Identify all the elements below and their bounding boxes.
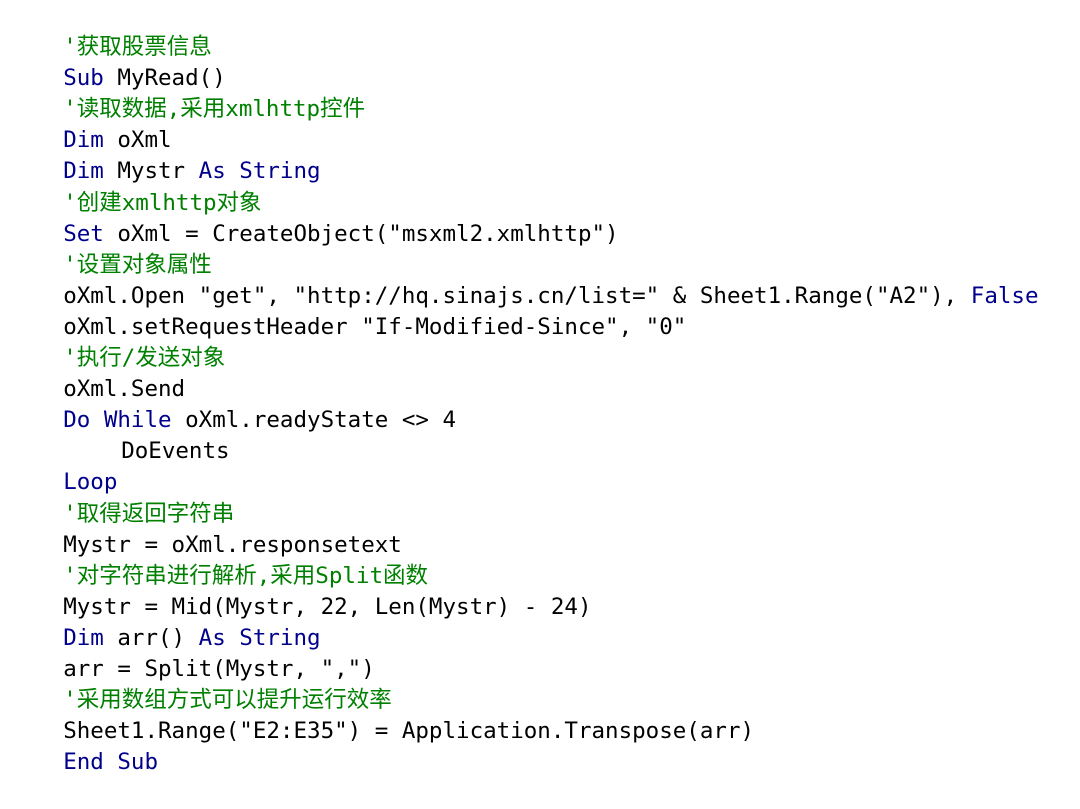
code-text: oXml.Send xyxy=(63,376,186,403)
comment: '读取数据,采用xmlhttp控件 xyxy=(63,96,366,123)
comment: '获取股票信息 xyxy=(63,34,212,61)
code-line: '取得返回字符串 xyxy=(9,467,1080,527)
code-text: oXml = CreateObject("msxml2.xmlhttp") xyxy=(103,220,619,247)
keyword: Do xyxy=(63,407,91,434)
code-text: Mystr = Mid(Mystr, 22, Len(Mystr) - 24) xyxy=(63,593,592,620)
code-text: oXml.readyState <> 4 xyxy=(171,407,457,434)
code-text xyxy=(90,407,104,433)
code-text: Mystr = oXml.responsetext xyxy=(63,531,402,558)
code-line: DoEvents xyxy=(9,405,1080,464)
keyword: As xyxy=(198,158,226,185)
code-text: arr() xyxy=(103,624,199,651)
code-line: Dim Mystr As String xyxy=(9,125,1080,184)
keyword: Dim xyxy=(63,158,104,185)
code-line: '读取数据,采用xmlhttp控件 xyxy=(9,63,1080,122)
code-line: Dim oXml xyxy=(9,94,1080,153)
code-text: MyRead() xyxy=(103,65,226,92)
code-line: Mystr = Mid(Mystr, 22, Len(Mystr) - 24) xyxy=(9,561,1080,620)
comment: '执行/发送对象 xyxy=(63,345,226,372)
keyword: Sub xyxy=(117,749,159,776)
code-line: arr = Split(Mystr, ",") xyxy=(9,623,1080,682)
comment: '设置对象属性 xyxy=(63,251,212,278)
keyword: String xyxy=(239,624,321,651)
keyword: Dim xyxy=(63,127,104,154)
comment: '对字符串进行解析,采用Split函数 xyxy=(63,562,429,589)
code-text: DoEvents xyxy=(121,438,230,465)
keyword: Loop xyxy=(63,469,118,496)
code-line: '创建xmlhttp对象 xyxy=(9,156,1080,216)
code-line: '采用数组方式可以提升运行效率 xyxy=(9,654,1080,713)
code-text xyxy=(226,625,240,651)
code-line: '设置对象属性 xyxy=(9,219,1080,278)
code-line: Sheet1.Range("E2:E35") = Application.Tra… xyxy=(9,685,1080,744)
code-line: oXml.setRequestHeader "If-Modified-Since… xyxy=(9,281,1080,340)
code-text: Mystr xyxy=(103,158,199,185)
comment: '采用数组方式可以提升运行效率 xyxy=(63,687,392,714)
comment: '取得返回字符串 xyxy=(63,500,235,527)
code-line: oXml.Send xyxy=(9,343,1080,402)
code-line: Sub MyRead() xyxy=(9,32,1080,91)
code-text: arr = Split(Mystr, ",") xyxy=(63,655,375,682)
code-line: Loop xyxy=(9,436,1080,495)
code-text: Sheet1.Range("E2:E35") = Application.Tra… xyxy=(63,718,755,745)
code-line: '获取股票信息 xyxy=(9,1,1080,60)
code-text: oXml.Open "get", "http://hq.sinajs.cn/li… xyxy=(63,282,971,309)
code-text xyxy=(104,749,118,775)
code-line: '对字符串进行解析,采用Split函数 xyxy=(9,530,1080,589)
code-line: Do While oXml.readyState <> 4 xyxy=(9,374,1080,433)
keyword: Set xyxy=(63,220,104,247)
code-editor[interactable]: '获取股票信息 Sub MyRead() '读取数据,采用xmlhttp控件 D… xyxy=(0,0,1080,775)
keyword: Dim xyxy=(63,624,104,651)
keyword: As xyxy=(198,624,226,651)
keyword: Sub xyxy=(63,65,104,92)
code-line: Set oXml = CreateObject("msxml2.xmlhttp"… xyxy=(9,188,1080,247)
keyword: False xyxy=(970,282,1039,309)
code-line: Dim arr() As String xyxy=(9,592,1080,651)
code-line: '执行/发送对象 xyxy=(9,312,1080,371)
keyword: End xyxy=(63,749,104,776)
code-line: Mystr = oXml.responsetext xyxy=(9,499,1080,558)
keyword: While xyxy=(103,407,172,434)
code-text: oXml.setRequestHeader "If-Modified-Since… xyxy=(63,313,687,340)
code-line: oXml.Open "get", "http://hq.sinajs.cn/li… xyxy=(9,250,1080,309)
comment: '创建xmlhttp对象 xyxy=(63,189,262,216)
code-text: oXml xyxy=(103,127,172,154)
keyword: String xyxy=(239,158,321,185)
code-text xyxy=(226,158,240,184)
